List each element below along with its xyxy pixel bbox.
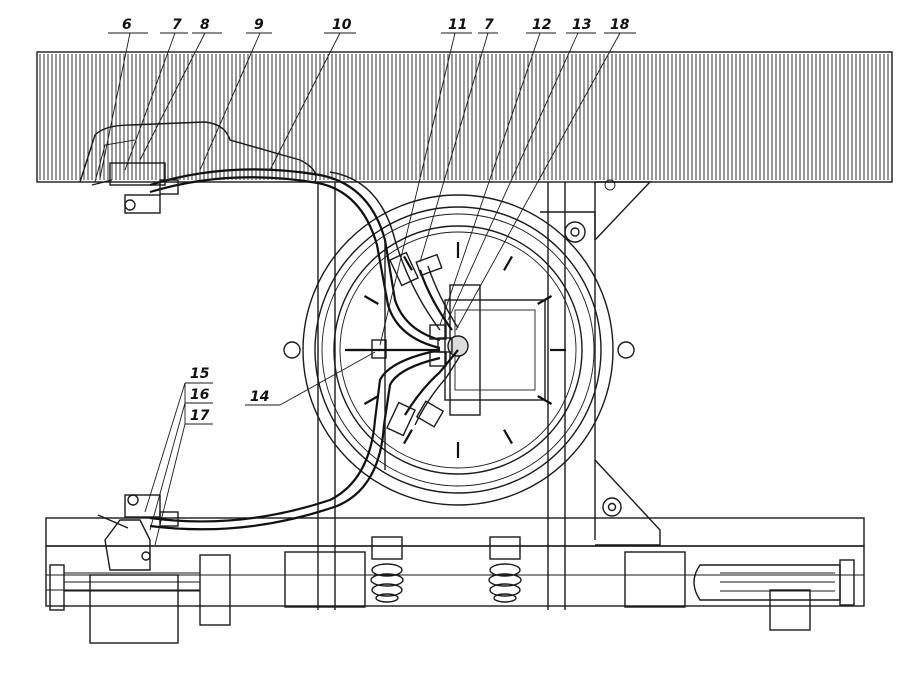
callout-labels: 6 7 8 9 10 11 7 12 13 18 14 15 16 17: [122, 17, 630, 424]
top-ribbed-beam: [36, 51, 893, 183]
callout-8: 8: [200, 17, 210, 33]
callout-9: 9: [254, 17, 264, 33]
ring-tick: [363, 295, 379, 305]
ring-tick: [403, 429, 413, 445]
ring-tick: [403, 255, 413, 271]
callout-13: 13: [572, 17, 591, 33]
callout-6: 6: [122, 17, 132, 33]
callout-leaders: [99, 32, 636, 546]
ring-tick: [503, 255, 513, 271]
callout-14: 14: [250, 389, 269, 405]
ring-tick: [503, 429, 513, 445]
callout-16: 16: [190, 387, 210, 403]
top-left-housing: [79, 121, 317, 214]
callout-10: 10: [332, 17, 352, 33]
callout-17: 17: [190, 408, 210, 424]
callout-12: 12: [532, 17, 551, 33]
callout-11: 11: [448, 17, 467, 33]
callout-7b: 7: [484, 17, 494, 33]
circular-ring: [302, 194, 614, 506]
support-frame: [283, 179, 661, 610]
callout-18: 18: [610, 17, 630, 33]
callout-7a: 7: [172, 17, 182, 33]
callout-15: 15: [190, 366, 210, 382]
bottom-beam: [45, 517, 865, 644]
bellows-right: [488, 536, 522, 603]
bellows-left: [370, 536, 404, 603]
bottom-left-valve: [97, 494, 161, 571]
hose-harness: [149, 168, 461, 531]
ring-tick: [363, 395, 379, 405]
